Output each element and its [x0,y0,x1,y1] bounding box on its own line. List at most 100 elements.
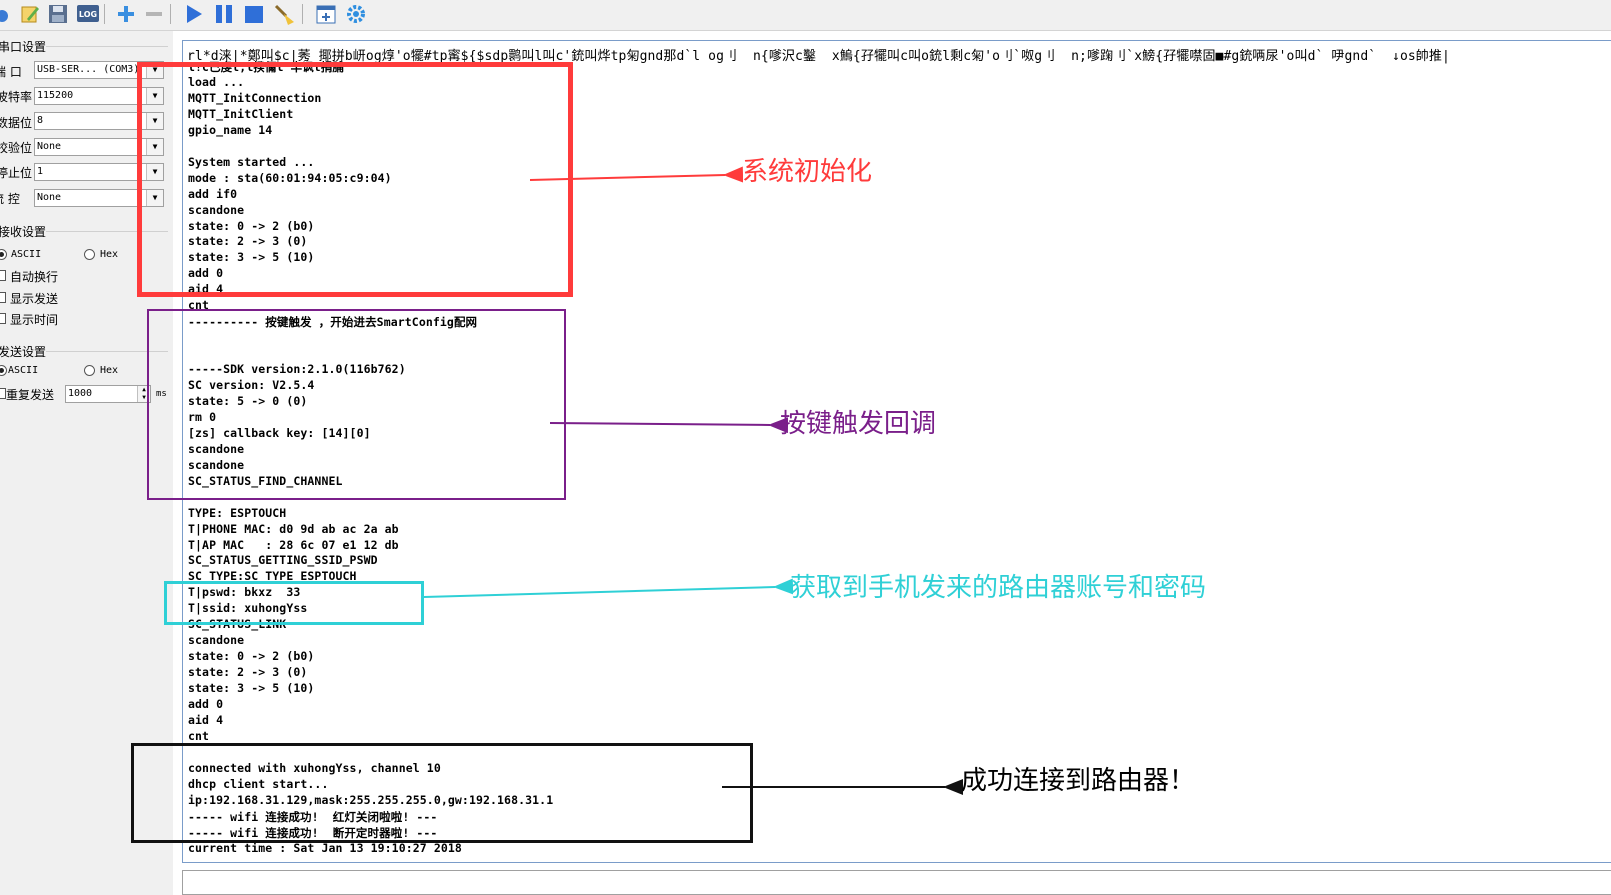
terminal-line: -----SDK version:2.1.0(116b762) [188,362,406,377]
flow-select[interactable]: None▼ [34,189,164,207]
receive-ascii-radio[interactable] [0,249,7,260]
terminal-line: T|ssid: xuhongYss [188,601,308,616]
repeat-send-checkbox[interactable] [0,388,6,399]
terminal-line: add 0 [188,697,224,711]
save-icon[interactable] [46,2,70,26]
svg-text:LOG: LOG [79,10,97,19]
ms-unit-label: ms [156,389,167,399]
edit-icon[interactable] [18,2,42,26]
garbled-header-line: rl*d涞|*鄭叫$c|莠 揶拼b岍og焞'o犤#tp寗${$sdp鹮叫l叫c'… [187,49,1450,64]
terminal-line: MQTT_InitClient [188,106,294,121]
clear-brush-icon[interactable] [272,2,296,26]
key-annotation: 按键触发回调 [780,409,937,439]
terminal-line: aid 4 [188,712,224,727]
databits-label: 数据位 [0,116,33,130]
spin-arrows-icon[interactable]: ▲▼ [137,386,150,402]
log-icon[interactable]: LOG [76,2,100,26]
chevron-down-icon: ▼ [146,164,163,180]
terminal-line: SC_STATUS_GETTING_SSID_PSWD [188,553,378,568]
terminal-line: state: 2 -> 3 (0) [188,665,308,680]
terminal-line: state: 3 -> 5 (10) [188,681,315,696]
terminal-line: state: 2 -> 3 (0) [188,234,308,249]
repeat-interval-input[interactable]: 1000▲▼ [65,385,151,403]
init-annotation: 系统初始化 [742,157,873,187]
terminal-line: ip:192.168.31.129,mask:255.255.255.0,gw:… [188,792,554,807]
auto-newline-checkbox[interactable] [0,270,6,281]
toolbar: LOG [0,0,1611,31]
terminal-line: add 0 [188,266,224,281]
terminal-line: cnt [188,298,210,313]
terminal-line: state: 3 -> 5 (10) [188,250,315,265]
receive-ascii-label: ASCII [11,249,42,260]
flow-label: 流 控 [0,192,20,206]
terminal-line: T|pswd: bkxz 33 [188,585,315,600]
terminal-line: gpio_name 14 [188,122,273,137]
terminal-line: dhcp client start... [188,776,329,791]
key-highlight-box [147,309,566,500]
terminal-line: T|PHONE MAC: d0 9d ab ac 2a ab [188,521,399,536]
repeat-send-label: 重复发送 [6,388,55,402]
send-ascii-radio[interactable] [0,365,7,376]
terminal-line: MQTT_InitConnection [188,90,322,105]
connected-annotation: 成功连接到路由器！ [961,766,1196,796]
send-settings-title: 发送设置 [0,345,47,359]
credentials-annotation: 获取到手机发来的路由器账号和密码 [790,573,1207,603]
terminal-line: SC_TYPE:SC_TYPE_ESPTOUCH [188,569,357,584]
terminal-line: ----- wifi 连接成功! 红灯关闭啦啦! --- [188,809,438,824]
terminal-line: SC version: V2.5.4 [188,378,315,392]
play-icon[interactable] [182,2,206,26]
add-icon[interactable] [114,2,138,26]
receive-terminal[interactable]: rl*d涞|*鄭叫$c|莠 揶拼b岍og焞'o犤#tp寗${$sdp鹮叫l叫c'… [182,40,1611,863]
send-ascii-label: ASCII [8,365,39,376]
open-icon[interactable] [0,2,14,26]
chevron-down-icon: ▼ [146,139,163,155]
new-window-icon[interactable] [314,2,338,26]
serial-settings-title: 串口设置 [0,40,47,54]
stopbits-label: 停止位 [0,166,33,180]
credentials-highlight-box [164,581,424,625]
show-send-checkbox[interactable] [0,292,6,303]
terminal-line: TYPE: ESPTOUCH [188,505,287,520]
stop-icon[interactable] [242,2,266,26]
terminal-line: System started ... [188,154,315,169]
terminal-line: ----- wifi 连接成功! 断开定时器啦! --- [188,825,438,840]
show-send-label: 显示发送 [10,292,59,306]
terminal-line: state: 5 -> 0 (0) [188,393,308,408]
pause-icon[interactable] [212,2,236,26]
init-highlight-box [137,62,573,297]
stopbits-select[interactable]: 1▼ [34,163,164,181]
terminal-line: [zs] callback key: [14][0] [188,425,371,440]
show-time-checkbox[interactable] [0,313,6,324]
receive-hex-radio[interactable] [84,249,95,260]
port-label: 端 口 [0,65,22,79]
databits-select[interactable]: 8▼ [34,112,164,130]
terminal-line: state: 0 -> 2 (b0) [188,218,315,233]
terminal-line: SC_STATUS_FIND_CHANNEL [188,473,343,488]
terminal-line: scandone [188,633,245,648]
terminal-line: state: 0 -> 2 (b0) [188,649,315,664]
terminal-line: add if0 [188,186,238,201]
terminal-line: T|AP MAC : 28 6c 07 e1 12 db [188,537,399,552]
terminal-line: connected with xuhongYss, channel 10 [188,760,441,775]
auto-newline-label: 自动换行 [10,270,59,284]
terminal-line: current time : Sat Jan 13 19:10:27 2018 [188,840,462,855]
baud-label: 波特率 [0,90,33,104]
remove-icon[interactable] [142,2,166,26]
settings-gear-icon[interactable] [344,2,368,26]
receive-hex-label: Hex [100,249,119,260]
receive-settings-title: 接收设置 [0,225,47,239]
connected-highlight-box [131,743,753,843]
send-hex-label: Hex [100,365,119,376]
send-input[interactable] [182,870,1611,895]
send-hex-radio[interactable] [84,365,95,376]
show-time-label: 显示时间 [10,313,59,327]
parity-select[interactable]: None▼ [34,138,164,156]
terminal-line: rm 0 [188,409,217,424]
settings-panel: 串口设置 端 口 USB-SER... (COM3)▼ 波特率 115200▼ … [0,31,173,895]
terminal-line: scandone [188,457,245,472]
terminal-line: mode : sta(60:01:94:05:c9:04) [188,170,392,185]
baud-select[interactable]: 115200▼ [34,87,164,105]
terminal-line: cnt [188,728,210,743]
terminal-line: scandone [188,202,245,217]
terminal-line: scandone [188,441,245,456]
